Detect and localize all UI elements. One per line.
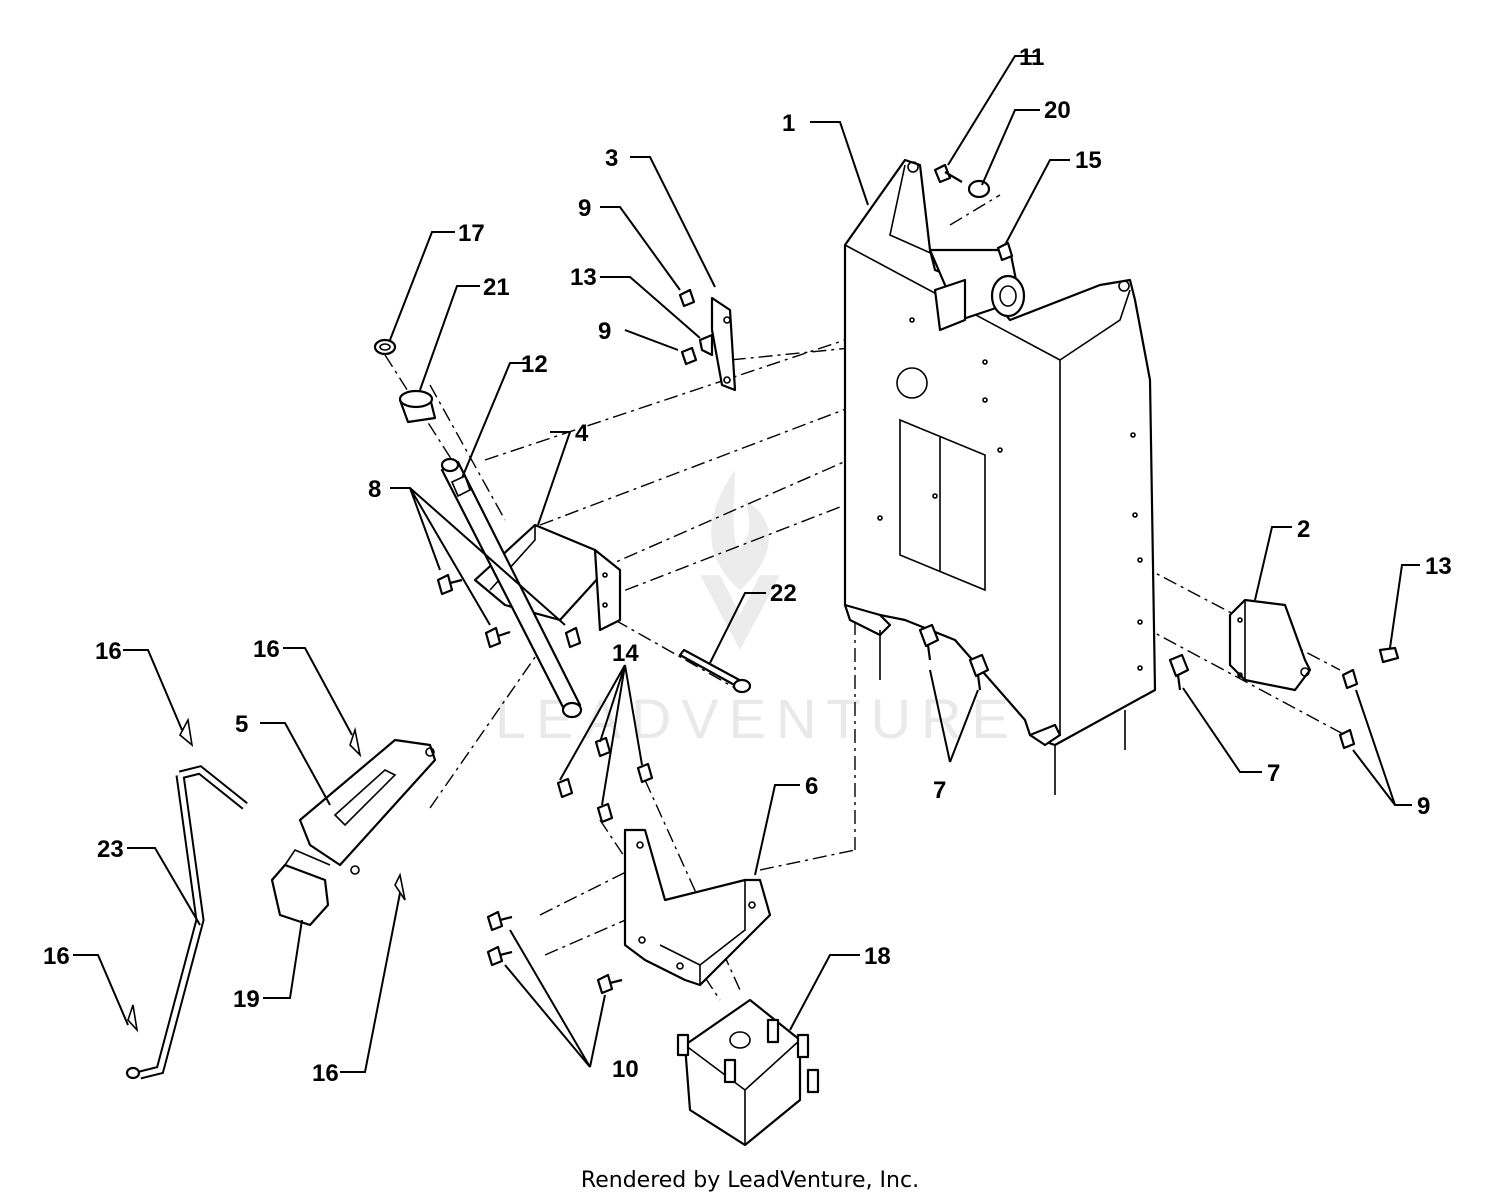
callout-6: 6 <box>805 773 818 800</box>
callout-9c: 9 <box>1417 793 1430 820</box>
footer-credit: Rendered by LeadVenture, Inc. <box>580 1168 920 1193</box>
part-frame-plate <box>843 158 1157 795</box>
part-shaft <box>440 457 583 719</box>
part-bushing <box>398 389 437 424</box>
callout-14: 14 <box>612 640 639 667</box>
callout-5: 5 <box>235 711 248 738</box>
hardware-fasteners <box>436 163 1400 995</box>
callout-4: 4 <box>575 420 589 447</box>
callout-19: 19 <box>233 986 260 1013</box>
part-lower-bracket <box>623 828 772 987</box>
callout-labels: 1 2 3 4 5 6 7 7 8 9 9 9 10 11 12 13 13 1… <box>43 44 1452 1087</box>
watermark-text: LEADVENTURE <box>495 687 1019 750</box>
part-ring <box>373 338 397 356</box>
callout-7b: 7 <box>1267 760 1280 787</box>
callout-16b: 16 <box>253 636 280 663</box>
callout-16d: 16 <box>43 943 70 970</box>
callout-17: 17 <box>458 220 485 247</box>
callout-3: 3 <box>605 145 618 172</box>
callout-11: 11 <box>1019 44 1044 71</box>
callout-9a: 9 <box>578 195 591 222</box>
callout-13a: 13 <box>570 264 597 291</box>
part-right-bracket <box>1228 598 1312 692</box>
callout-15: 15 <box>1075 147 1102 174</box>
callout-9b: 9 <box>598 318 611 345</box>
callout-18: 18 <box>864 943 891 970</box>
callout-20: 20 <box>1044 97 1071 124</box>
callout-16c: 16 <box>312 1060 339 1087</box>
callout-13b: 13 <box>1425 553 1452 580</box>
callout-22: 22 <box>770 580 797 607</box>
part-rod <box>125 765 248 1080</box>
callout-16a: 16 <box>95 638 122 665</box>
part-module-block <box>676 998 820 1147</box>
callout-7a: 7 <box>933 777 946 804</box>
watermark-flame-icon <box>700 470 780 650</box>
callout-2: 2 <box>1297 516 1310 543</box>
part-pin <box>678 648 752 694</box>
callout-12: 12 <box>521 351 548 378</box>
callout-8: 8 <box>368 476 381 503</box>
callout-21: 21 <box>483 274 510 301</box>
callout-10: 10 <box>612 1056 639 1083</box>
callout-leader-lines <box>73 55 1420 1073</box>
part-small-bracket <box>698 296 737 392</box>
part-hairpin-clips <box>127 717 406 1033</box>
callout-1: 1 <box>782 110 795 137</box>
callout-23: 23 <box>97 836 124 863</box>
part-pedal-plate <box>298 738 437 875</box>
part-pedal-pad <box>270 849 331 927</box>
